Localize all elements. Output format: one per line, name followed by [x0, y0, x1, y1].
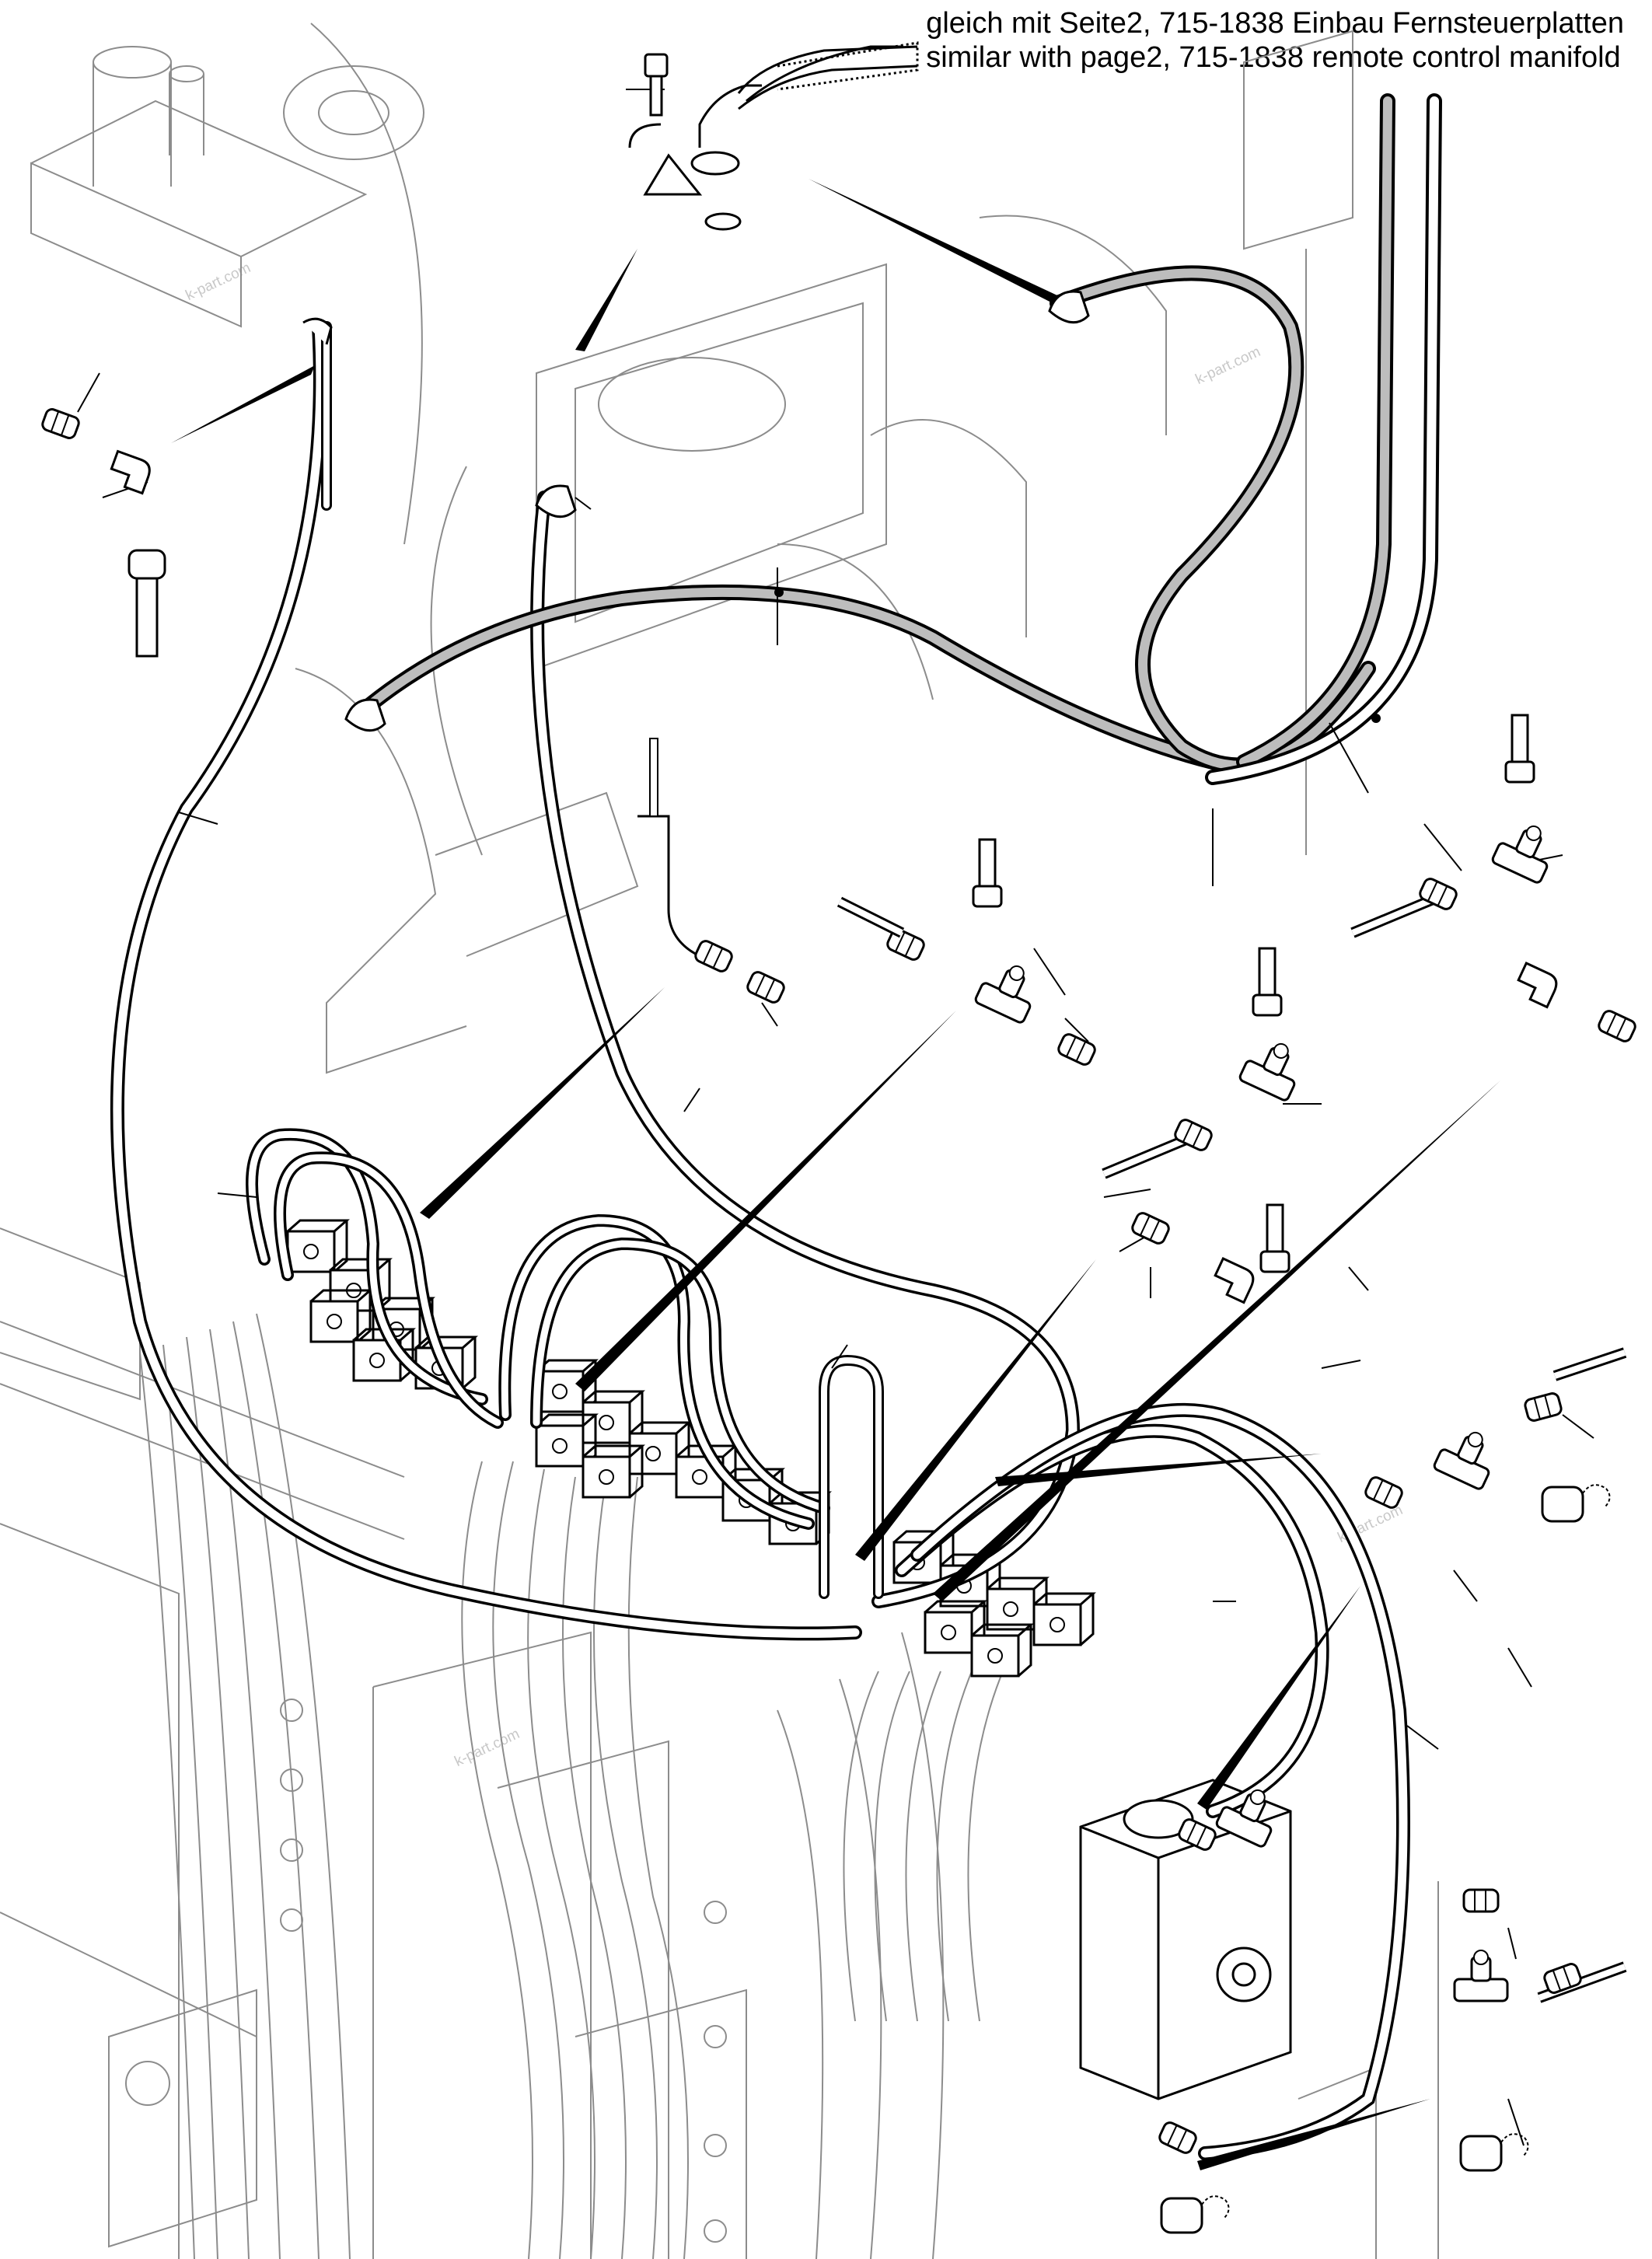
centre-fittings	[637, 738, 1098, 1068]
hose-lines	[110, 93, 1442, 2160]
fitting-hose-top	[737, 41, 919, 110]
pressure-block	[1079, 1779, 1292, 2100]
leader-arrows	[171, 179, 1500, 2170]
lower-right-fittings	[1156, 1347, 1627, 2234]
header-title-en: similar with page2, 715-1838 remote cont…	[926, 41, 1621, 74]
right-fittings	[1102, 714, 1639, 1304]
header-title-de: gleich mit Seite2, 715-1838 Einbau Ferns…	[926, 7, 1624, 40]
upper-left-fittings	[40, 317, 333, 658]
background-machine-outline	[0, 23, 1439, 2259]
hex-nut	[127, 549, 166, 580]
hose-markers	[774, 588, 1381, 723]
page-header: gleich mit Seite2, 715-1838 Einbau Ferns…	[926, 6, 1624, 75]
fitting-screw-top	[628, 45, 902, 231]
leader-lines	[77, 89, 1594, 2146]
clamp-fittings	[344, 290, 1090, 732]
